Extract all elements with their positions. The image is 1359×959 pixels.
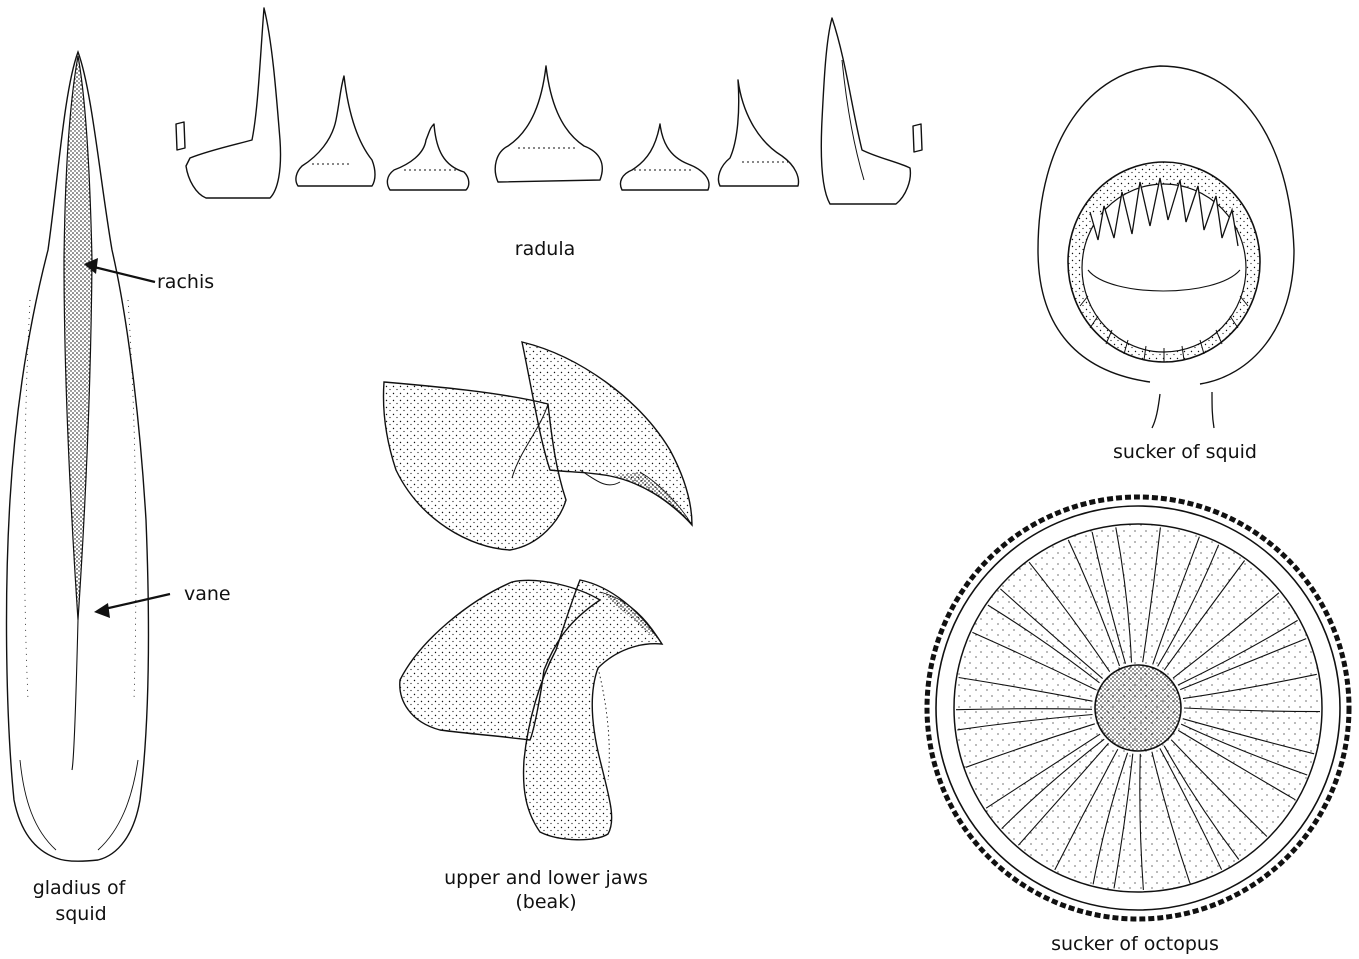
radula-inner-lateral-tooth-left [387,124,468,190]
squid-sucker-figure [1038,66,1294,428]
label-jaws-line2: (beak) [515,890,576,914]
radula-marginal-tooth-left [186,8,281,198]
radula-marginal-tooth-right [821,18,910,204]
radula-marginal-plate-left [176,122,185,150]
radula-lateral-tooth-right [718,80,798,186]
radula-figure [176,8,922,204]
label-jaws-line1: upper and lower jaws [444,866,648,890]
label-sucker-squid: sucker of squid [1113,440,1257,464]
radula-lateral-tooth-left [296,76,375,186]
lower-jaw-figure [400,580,662,840]
rachis-pointer [84,258,155,282]
radula-marginal-plate-right [913,124,922,152]
radula-inner-lateral-tooth-right [620,124,709,190]
squid-sucker-stalk [1152,392,1214,428]
label-rachis: rachis [157,270,214,294]
radula-rachidian-tooth [495,66,602,182]
label-gladius-line2: squid [55,902,106,926]
gladius-midrib [72,620,78,770]
upper-jaw-figure [384,342,693,550]
label-vane: vane [184,582,231,606]
label-radula: radula [515,237,575,261]
label-sucker-octopus: sucker of octopus [1051,932,1219,956]
gladius-figure [7,52,149,861]
octopus-sucker-figure [927,497,1349,919]
octopus-sucker-acetabulum [1095,665,1181,751]
vane-pointer [94,594,170,618]
label-gladius-line1: gladius of [33,876,126,900]
gladius-rachis-shaded [64,56,92,620]
